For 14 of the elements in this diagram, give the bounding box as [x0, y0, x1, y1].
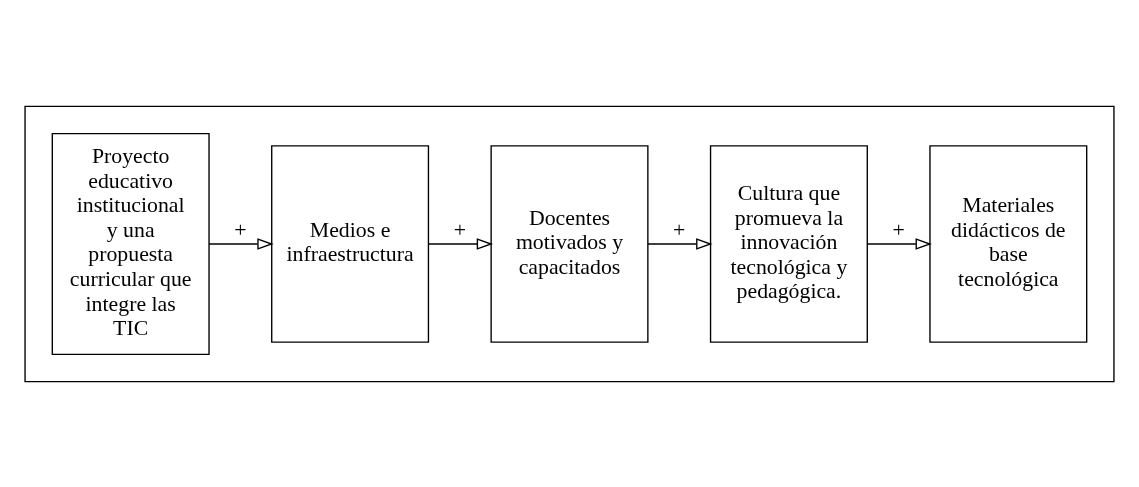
node-box: Docentes motivados y capacitados: [490, 144, 649, 343]
arrow: [647, 237, 713, 250]
node-box: Materiales didácticos de base tecnológica: [929, 144, 1088, 343]
edge-label: +: [892, 217, 905, 242]
node-box: Medios e infraestructura: [271, 144, 430, 343]
edge-label: +: [453, 217, 466, 242]
cluster: [24, 105, 1115, 382]
edge-label: +: [234, 217, 247, 242]
arrow: [208, 237, 274, 250]
edge-label: +: [673, 217, 686, 242]
node-box: Proyecto educativo institucional y una propuesta curricular que integre las TIC: [51, 132, 210, 355]
node-box: Cultura que promueva la innovación tecnológica y pedagógica.: [709, 144, 868, 343]
arrow: [427, 237, 494, 250]
arrow: [866, 237, 932, 250]
